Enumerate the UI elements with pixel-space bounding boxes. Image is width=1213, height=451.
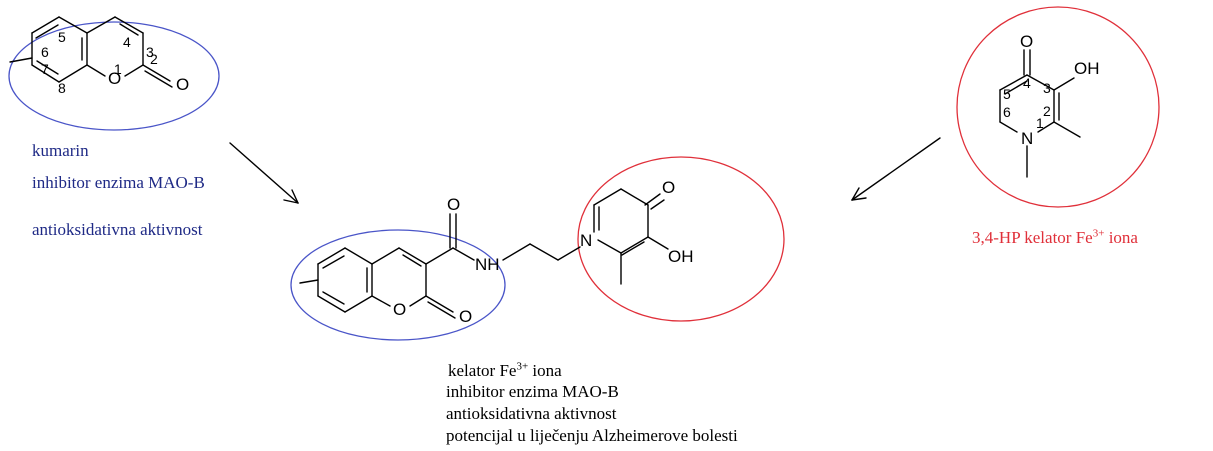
hp-number-6: 6 — [1003, 104, 1011, 120]
amide-o-atom: O — [447, 195, 460, 214]
coumarin-number-7: 7 — [41, 61, 49, 77]
hybrid-carbonyl-o-atom: O — [459, 307, 472, 326]
hybrid-label-antioxidant: antioksidativna aktivnost — [446, 404, 617, 423]
hp-number-2: 2 — [1043, 103, 1051, 119]
pyridinone-carbonyl-o-atom: O — [662, 178, 675, 197]
hp-oh-atom: OH — [1074, 59, 1100, 78]
hp-carbonyl-o-atom: O — [1020, 32, 1033, 51]
coumarin-structure: O O 1 2 3 4 5 6 7 8 — [8, 16, 220, 131]
arrow-hp-to-hybrid — [851, 137, 941, 201]
hybrid-structure: O O O NH N O OH — [290, 156, 785, 341]
coumarin-label-antioxidant: antioksidativna aktivnost — [32, 220, 203, 239]
coumarin-number-1: 1 — [114, 61, 122, 77]
coumarin-number-6: 6 — [41, 44, 49, 60]
hp-structure: O OH N 1 2 3 4 5 6 — [956, 6, 1160, 208]
hp-number-1: 1 — [1036, 115, 1044, 131]
hybrid-label-chelator: kelator Fe3+ iona — [448, 360, 562, 380]
coumarin-carbonyl-o-atom: O — [176, 75, 189, 94]
hp-highlight-ellipse — [956, 6, 1160, 208]
hybrid-label-mao: inhibitor enzima MAO-B — [446, 382, 619, 401]
hybrid-hp-ellipse — [577, 156, 785, 322]
hybrid-o1-atom: O — [393, 300, 406, 319]
hp-number-5: 5 — [1003, 86, 1011, 102]
hp-label: 3,4-HP kelator Fe3+ iona — [972, 227, 1138, 247]
coumarin-number-4: 4 — [123, 34, 131, 50]
hp-number-3: 3 — [1043, 80, 1051, 96]
hp-number-4: 4 — [1023, 75, 1031, 91]
coumarin-number-8: 8 — [58, 80, 66, 96]
coumarin-number-2: 2 — [150, 51, 158, 67]
amide-nh-atom: NH — [475, 255, 500, 274]
coumarin-number-3: 3 — [146, 44, 154, 60]
coumarin-number-5: 5 — [58, 29, 66, 45]
hybrid-n-atom: N — [580, 231, 592, 250]
pyridinone-oh-atom: OH — [668, 247, 694, 266]
coumarin-o1-atom: O — [108, 69, 121, 88]
hybrid-label-alzheimer: potencijal u liječenju Alzheimerove bole… — [446, 426, 738, 445]
hybrid-coumarin-ellipse — [290, 229, 506, 341]
arrow-coumarin-to-hybrid — [229, 142, 299, 204]
coumarin-label-name: kumarin — [32, 141, 89, 160]
hp-n-atom: N — [1021, 129, 1033, 148]
coumarin-label-mao: inhibitor enzima MAO-B — [32, 173, 205, 192]
coumarin-highlight-ellipse — [8, 21, 220, 131]
